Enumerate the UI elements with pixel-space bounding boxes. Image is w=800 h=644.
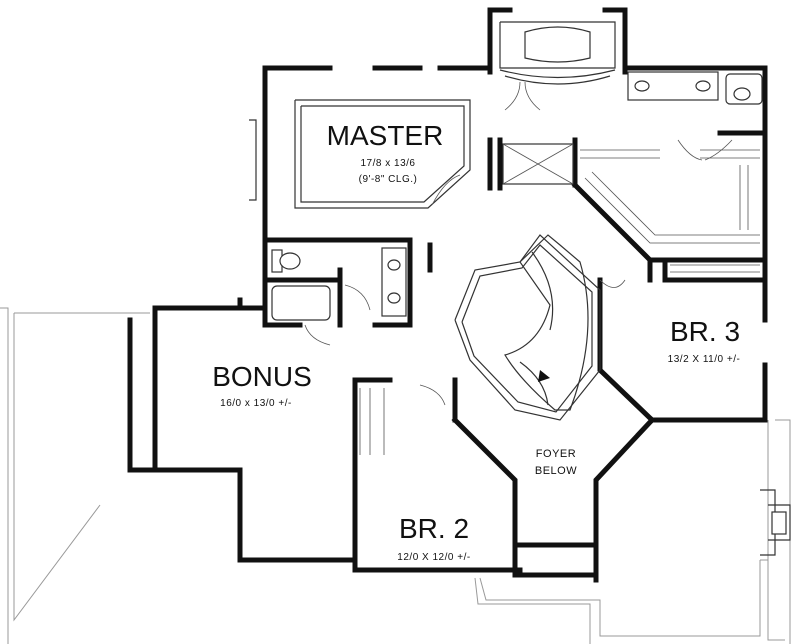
roof-outline: [0, 307, 791, 644]
foyer-label-line1: FOYER: [536, 448, 576, 460]
side-bay: [760, 489, 791, 556]
bonus-room-size: 16/0 x 13/0 +/-: [220, 398, 292, 409]
br2-room-size: 12/0 X 12/0 +/-: [397, 552, 470, 563]
master-tray-ceiling: [249, 99, 471, 209]
master-ceiling-height: (9'-8" CLG.): [359, 174, 418, 185]
staircase: [454, 234, 601, 421]
br2-room-label: BR. 2: [399, 513, 469, 544]
master-room-label: MASTER: [327, 120, 444, 151]
doors: [304, 81, 733, 406]
closet-shelving: [359, 149, 760, 455]
bonus-room-label: BONUS: [212, 361, 312, 392]
master-bay-window: [487, 7, 628, 85]
master-room-size: 17/8 x 13/6: [361, 158, 416, 169]
br3-room-label: BR. 3: [670, 316, 740, 347]
foyer-label-line2: BELOW: [535, 465, 577, 477]
walls: [127, 65, 768, 583]
br3-room-size: 13/2 X 11/0 +/-: [668, 354, 741, 365]
bath-fixtures: [271, 71, 763, 321]
